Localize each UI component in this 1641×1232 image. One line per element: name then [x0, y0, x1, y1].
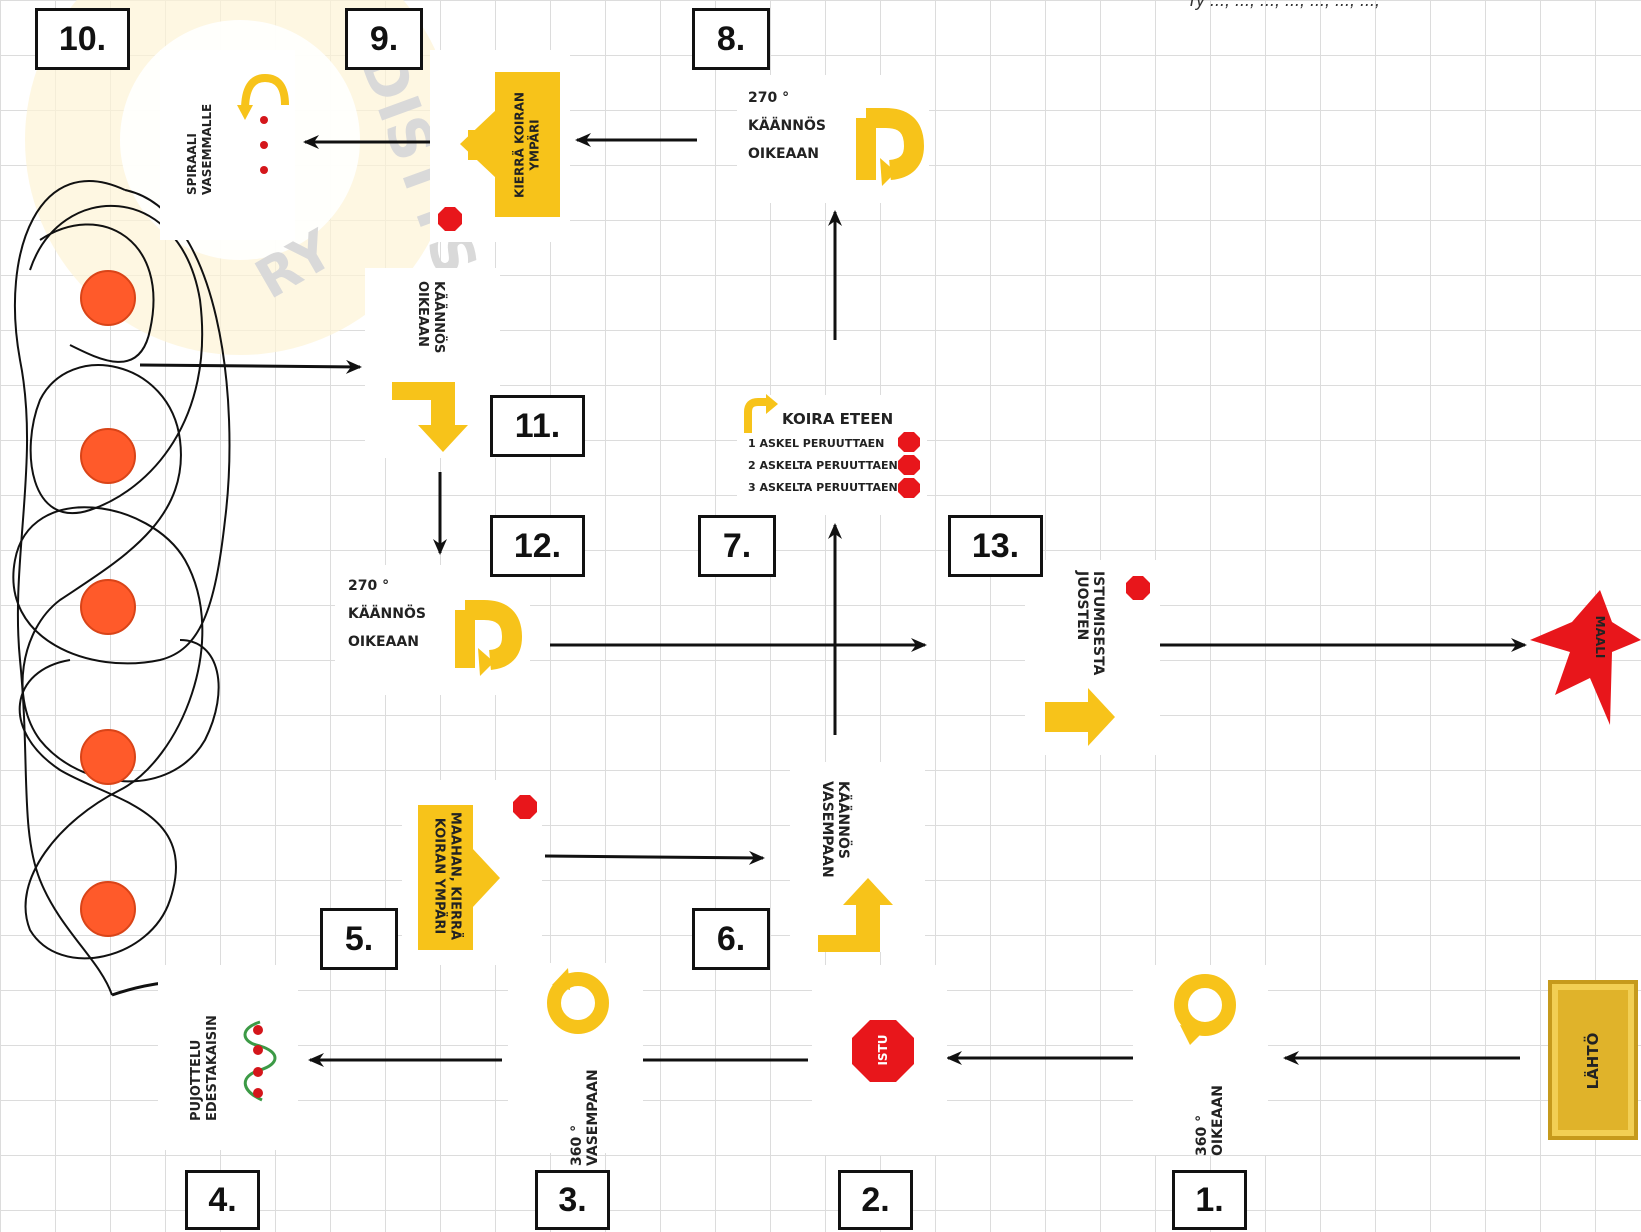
- step-number-10: 10.: [35, 8, 130, 70]
- step-number-1: 1.: [1172, 1170, 1247, 1230]
- step-number-11: 11.: [490, 395, 585, 457]
- sign-13-text: ISTUMISESTA JUOSTEN: [1074, 571, 1106, 681]
- step-number-8: 8.: [692, 8, 770, 70]
- step-number-12: 12.: [490, 515, 585, 577]
- step-number-2: 2.: [838, 1170, 913, 1230]
- step-number-5: 5.: [320, 908, 398, 970]
- step-number-13: 13.: [948, 515, 1043, 577]
- step-number-9: 9.: [345, 8, 423, 70]
- step-number-3: 3.: [535, 1170, 610, 1230]
- sign-13-line1: ISTUMISESTA: [1090, 571, 1106, 681]
- step-number-6: 6.: [692, 908, 770, 970]
- sign-13-line2: JUOSTEN: [1074, 571, 1090, 681]
- step-number-7: 7.: [698, 515, 776, 577]
- step-number-4: 4.: [185, 1170, 260, 1230]
